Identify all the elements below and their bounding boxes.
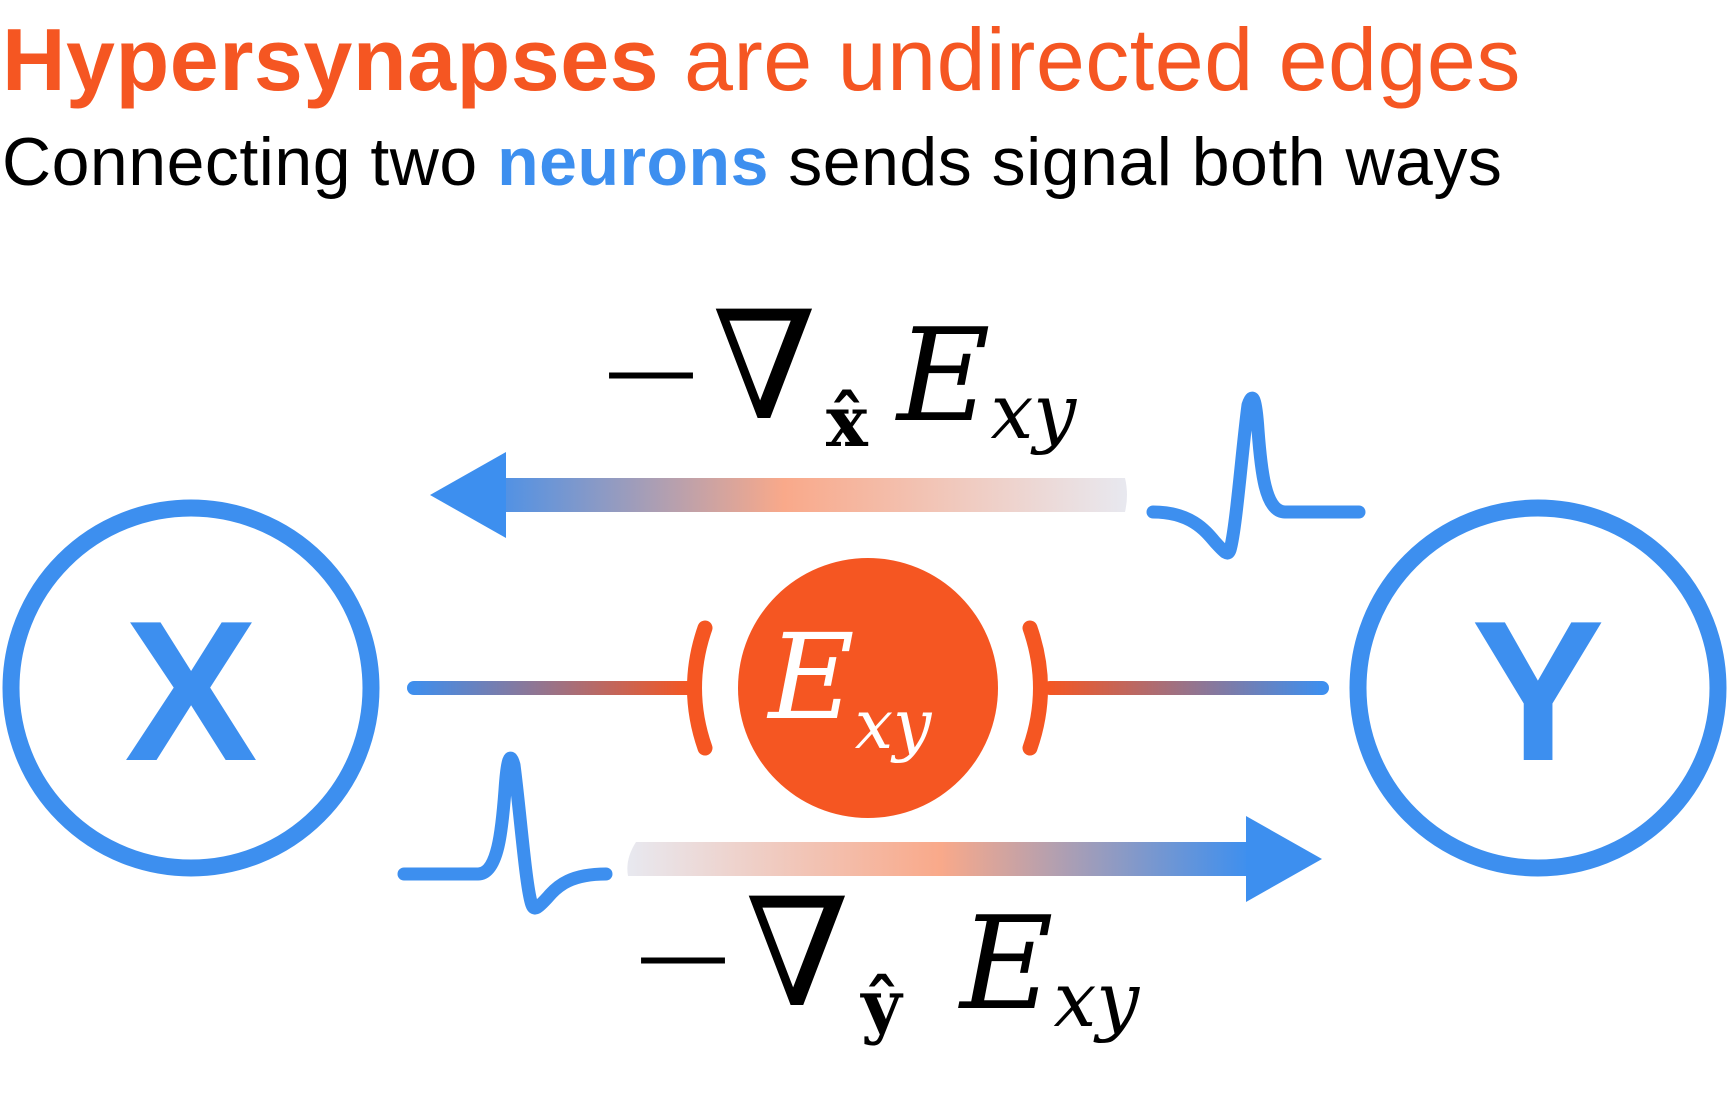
bottom-formula-subscript: xy <box>1053 955 1140 1044</box>
bottom-gradient-formula: — ∇ ŷ Exy <box>637 867 1140 1047</box>
title-rest-part: are undirected edges <box>684 10 1521 109</box>
top-gradient-formula: — ∇ x̂ Exy <box>605 280 1077 463</box>
page-title: Hypersynapses are undirected edges <box>2 10 1521 110</box>
energy-node-label: Exy <box>767 608 933 765</box>
neuron-x-label: X <box>124 580 257 803</box>
neuron-x-circle <box>2 499 380 877</box>
top-arrow-shaft <box>500 478 1127 512</box>
neuron-y: Y <box>1349 499 1727 877</box>
spike-waveform-top <box>1146 391 1366 560</box>
bottom-formula-gradient-var: ŷ <box>860 964 904 1047</box>
spike-waveform-bottom <box>397 751 613 915</box>
neuron-y-circle <box>1349 499 1727 877</box>
energy-node: Exy <box>738 558 998 818</box>
title-bold-part: Hypersynapses <box>2 10 660 109</box>
subtitle-highlight: neurons <box>497 124 769 200</box>
subtitle-before: Connecting two <box>2 124 478 200</box>
page-subtitle: Connecting two neurons sends signal both… <box>2 122 1502 202</box>
top-formula-nabla: ∇ <box>712 280 817 454</box>
energy-node-subscript: xy <box>855 686 933 765</box>
bottom-arrow <box>627 816 1322 902</box>
neuron-y-label: Y <box>1471 580 1604 803</box>
top-arrow <box>430 452 1127 538</box>
bottom-arrow-shaft <box>627 842 1250 876</box>
energy-node-symbol: E <box>767 608 855 746</box>
bottom-formula-energy: Exy <box>958 890 1140 1044</box>
top-formula-energy: Exy <box>895 302 1077 456</box>
top-formula-minus: — <box>605 315 697 422</box>
bottom-formula-nabla: ∇ <box>745 867 850 1041</box>
subtitle-after: sends signal both ways <box>788 124 1503 200</box>
top-formula-subscript: xy <box>990 367 1077 456</box>
neuron-x: X <box>2 499 380 877</box>
energy-node-circle <box>738 558 998 818</box>
left-parenthesis <box>687 620 713 756</box>
top-formula-symbol: E <box>895 302 990 451</box>
bottom-formula-symbol: E <box>958 890 1053 1039</box>
bottom-formula-minus: — <box>637 900 729 1007</box>
bottom-arrow-head <box>1246 816 1322 902</box>
top-arrow-head <box>430 452 506 538</box>
top-formula-gradient-var: x̂ <box>826 380 869 463</box>
right-parenthesis <box>1022 620 1048 756</box>
